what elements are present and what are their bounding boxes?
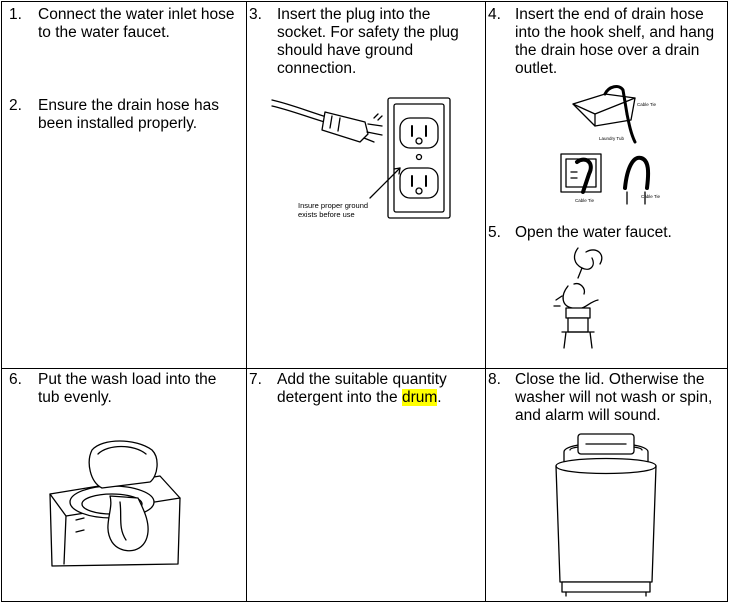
step-text: Close the lid. Otherwise the washer will…	[515, 371, 712, 425]
plug-caption-line: Insure proper ground	[298, 201, 368, 210]
step-number: 8.	[488, 371, 501, 388]
step-line: Close the lid. Otherwise the	[515, 371, 705, 388]
step-1: 1. Connect the water inlet hose to the w…	[9, 6, 244, 46]
plug-caption-line: exists before use	[298, 210, 355, 219]
step-line: tub evenly.	[38, 389, 112, 406]
plug-outlet-illustration: Insure proper ground exists before use	[271, 97, 451, 219]
drain-hose-tub-illustration: Cable Tie Laundry Tub	[572, 85, 657, 144]
drain-outlet-illustration: Cable Tie Cable Tie	[560, 153, 661, 205]
step-text: Insert the end of drain hose into the ho…	[515, 6, 714, 78]
closed-washer-illustration	[555, 433, 657, 597]
cable-tie-label: Cable Tie	[575, 198, 595, 203]
step-number: 1.	[9, 6, 22, 23]
step-line: socket. For safety the plug	[277, 24, 459, 41]
step-text: Ensure the drain hose has been installed…	[38, 97, 219, 133]
step-line: and alarm will sound.	[515, 407, 661, 424]
step-line: Put the wash load into the	[38, 371, 217, 388]
step-number: 7.	[249, 371, 262, 388]
highlighted-word: drum	[401, 389, 438, 406]
cable-tie-label: Cable Tie	[637, 102, 657, 107]
step-2: 2. Ensure the drain hose has been instal…	[9, 97, 244, 137]
step-line: Add the suitable quantity	[277, 371, 447, 388]
step-number: 4.	[488, 6, 501, 23]
step-line: the drain hose over a drain	[515, 42, 700, 59]
step-line: Connect the water inlet hose	[38, 6, 235, 23]
step-line: washer will not wash or spin,	[515, 389, 713, 406]
step-number: 5.	[488, 224, 501, 241]
step-text: Insert the plug into the socket. For saf…	[277, 6, 459, 78]
washer-load-illustration	[49, 440, 181, 567]
step-line: outlet.	[515, 60, 558, 77]
step-text: Connect the water inlet hose to the wate…	[38, 6, 234, 42]
step-6: 6. Put the wash load into the tub evenly…	[9, 371, 244, 411]
step-3: 3. Insert the plug into the socket. For …	[249, 6, 484, 82]
faucet-hand-illustration	[553, 247, 603, 349]
step-line: .	[437, 389, 442, 406]
step-text: Put the wash load into the tub evenly.	[38, 371, 216, 407]
step-line: been installed properly.	[38, 115, 198, 132]
step-line: Insert the plug into the	[277, 6, 431, 23]
step-4: 4. Insert the end of drain hose into the…	[488, 6, 726, 82]
step-text: Add the suitable quantity detergent into…	[277, 371, 447, 407]
step-number: 3.	[249, 6, 262, 23]
step-line: into the hook shelf, and hang	[515, 24, 715, 41]
step-line: Ensure the drain hose has	[38, 97, 219, 114]
step-5: 5. Open the water faucet.	[488, 224, 726, 244]
step-line: Insert the end of drain hose	[515, 6, 704, 23]
step-text: Open the water faucet.	[515, 224, 672, 241]
hook-shelf-label: Laundry Tub	[599, 136, 625, 141]
column-divider	[485, 2, 486, 601]
step-7: 7. Add the suitable quantity detergent i…	[249, 371, 484, 411]
step-line: to the water faucet.	[38, 24, 170, 41]
step-8: 8. Close the lid. Otherwise the washer w…	[488, 371, 726, 429]
step-number: 6.	[9, 371, 22, 388]
step-line: detergent into the	[277, 389, 402, 406]
column-divider	[246, 2, 247, 601]
step-number: 2.	[9, 97, 22, 114]
cable-tie-label: Cable Tie	[641, 194, 661, 199]
step-line: connection.	[277, 60, 357, 77]
row-divider	[2, 368, 727, 369]
step-line: should have ground	[277, 42, 414, 59]
